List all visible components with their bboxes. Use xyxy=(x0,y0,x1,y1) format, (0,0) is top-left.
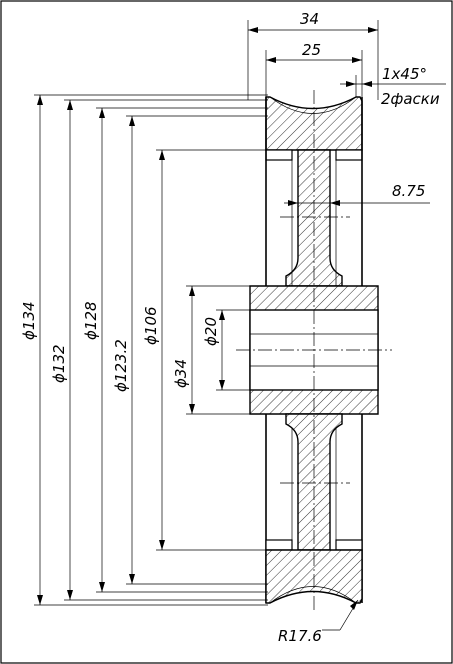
dim-d-hub: ϕ34 xyxy=(172,359,190,388)
dim-d-bore: ϕ20 xyxy=(202,317,220,346)
dimensions: 34 25 1x45° 2фаски 8.75 xyxy=(20,10,446,645)
arrow xyxy=(37,95,43,105)
bottom-rim-left-cavity xyxy=(265,539,293,551)
arrow xyxy=(350,600,358,610)
arrow xyxy=(67,590,73,600)
dim-chamfer-note: 2фаски xyxy=(381,90,440,108)
arrow xyxy=(129,574,135,584)
arrow xyxy=(266,57,276,63)
dim-overall-width: 34 xyxy=(300,10,319,28)
arrow xyxy=(99,582,105,592)
top-rim-right-cavity xyxy=(335,149,363,161)
arrow xyxy=(346,81,356,87)
arrow xyxy=(219,380,225,390)
dim-web-thickness: 8.75 xyxy=(392,182,425,200)
top-groove-arc xyxy=(269,96,357,114)
dim-d-123-2: ϕ123.2 xyxy=(112,339,130,392)
arrow xyxy=(159,150,165,160)
arrow xyxy=(67,100,73,110)
dim-groove-radius: R17.6 xyxy=(278,627,322,645)
arrow xyxy=(129,116,135,126)
bottom-groove-arc xyxy=(269,586,357,604)
arrow xyxy=(288,200,298,206)
top-rim-left-cavity xyxy=(265,149,293,161)
arrow xyxy=(189,404,195,414)
dim-rim-width: 25 xyxy=(302,41,321,59)
arrow xyxy=(362,81,372,87)
dim-d-128: ϕ128 xyxy=(82,301,100,340)
center-lines xyxy=(236,90,392,612)
arrow xyxy=(159,540,165,550)
arrow xyxy=(189,286,195,296)
arrow xyxy=(248,27,258,33)
arrow xyxy=(219,310,225,320)
arrow xyxy=(37,595,43,605)
bottom-rim-right-cavity xyxy=(335,539,363,551)
arrow xyxy=(99,108,105,118)
arrow xyxy=(352,57,362,63)
dim-d-106: ϕ106 xyxy=(142,306,160,345)
dim-chamfer: 1x45° xyxy=(382,65,427,83)
dim-d-outer: ϕ134 xyxy=(20,301,38,340)
dim-d-132: ϕ132 xyxy=(50,344,68,383)
arrow xyxy=(330,200,340,206)
arrow xyxy=(368,27,378,33)
